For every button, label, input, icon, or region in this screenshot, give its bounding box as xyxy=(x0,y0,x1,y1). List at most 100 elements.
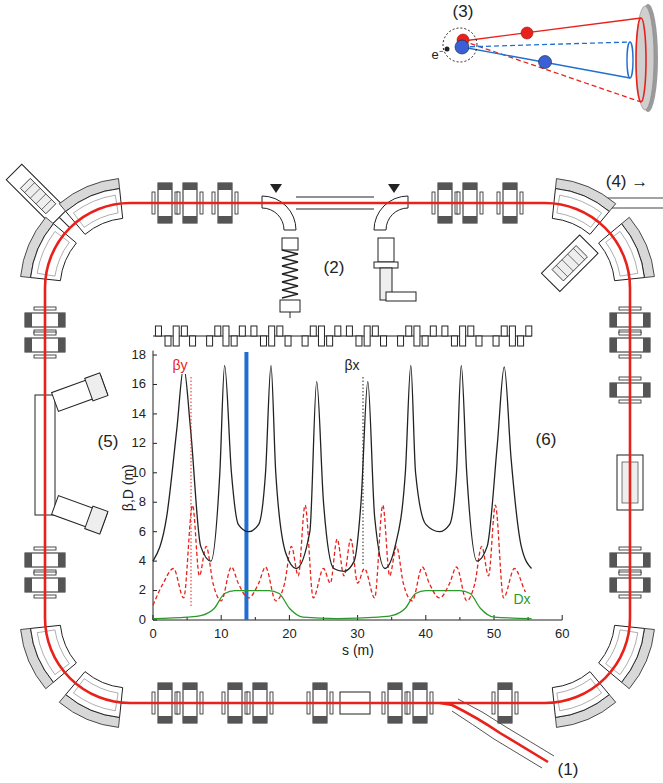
x-tick xyxy=(255,617,256,620)
lattice-element xyxy=(414,326,420,346)
lattice-element xyxy=(173,326,179,346)
collector-arm xyxy=(386,292,416,301)
ion-ball xyxy=(539,56,552,69)
lattice-element xyxy=(251,326,257,336)
lattice-element xyxy=(526,326,532,336)
dispersion-curve xyxy=(153,591,532,619)
lattice-element xyxy=(260,336,266,346)
arm-rib xyxy=(36,194,46,204)
dipole-pair xyxy=(21,179,123,281)
arm-rib xyxy=(30,188,40,198)
arm-housing xyxy=(20,178,55,213)
quadrupole-coil xyxy=(610,553,617,567)
lattice-element xyxy=(285,336,291,346)
cooler-pipe xyxy=(296,197,374,198)
curve-label: Dx xyxy=(512,592,531,607)
axis-tick-label: 20 xyxy=(282,627,296,641)
dipole-pair xyxy=(552,625,654,727)
quadrupole-coil xyxy=(610,578,617,592)
quadrupole-coil xyxy=(643,578,650,592)
detector-ring xyxy=(627,42,633,78)
trajectory xyxy=(463,18,641,41)
particle-label: e⁻ xyxy=(431,48,442,62)
curve-label: βy xyxy=(171,358,188,373)
axis-tick-label: 60 xyxy=(555,627,569,641)
quadrupole-coil xyxy=(58,338,65,352)
lattice-element xyxy=(155,326,161,336)
lattice-element xyxy=(215,326,221,336)
quadrupole-coil xyxy=(313,716,327,723)
callout-number: (4) → xyxy=(606,173,649,192)
quadrupole-coil xyxy=(158,716,172,723)
dipole-pair xyxy=(552,179,654,281)
arm-rib xyxy=(556,265,567,276)
quadrupole-coil xyxy=(503,183,517,190)
quadrupole-coil xyxy=(158,183,172,190)
beta-function-plot xyxy=(112,318,574,660)
axis-tick-label: 6 xyxy=(139,525,146,539)
quadrupole-coil xyxy=(610,313,617,327)
axis-tick-label: 40 xyxy=(419,627,433,641)
y-tick xyxy=(153,355,157,356)
beam-orbit xyxy=(45,203,630,762)
lattice-element xyxy=(493,336,499,346)
valve-knob xyxy=(270,184,282,193)
trajectory xyxy=(463,41,641,102)
lattice-element xyxy=(476,336,482,346)
quadrupole-coil xyxy=(610,383,617,397)
arm-housing xyxy=(552,246,587,281)
quadrupole-coil xyxy=(313,683,327,690)
diagnostic-arm xyxy=(541,235,598,292)
quadrupole-coil xyxy=(158,683,172,690)
collision-zone xyxy=(443,28,477,62)
quadrupole-coil xyxy=(58,553,65,567)
callout-number: (5) xyxy=(98,433,119,452)
y-tick xyxy=(153,502,157,503)
lattice-element xyxy=(190,336,196,346)
chamber-arm-end xyxy=(85,373,108,401)
injection-beam xyxy=(440,703,548,762)
axis-tick-label: 0 xyxy=(149,627,156,641)
lattice-element xyxy=(451,336,457,346)
quadrupole-coil xyxy=(58,313,65,327)
lattice-element xyxy=(364,326,370,346)
beam-orbit-line xyxy=(45,203,630,703)
lattice-element xyxy=(223,326,229,346)
dipole-pair xyxy=(21,625,123,727)
lattice-element xyxy=(207,336,213,346)
y-tick xyxy=(153,472,157,473)
quadrupole-coil xyxy=(413,716,427,723)
quadrupole-coil xyxy=(643,338,650,352)
quadrupole-coil xyxy=(463,216,477,223)
quadrupole-coil xyxy=(253,716,267,723)
trajectory xyxy=(462,47,630,78)
axis-tick-label: 18 xyxy=(132,348,146,362)
quadrupole-coil xyxy=(503,216,517,223)
lattice-element xyxy=(239,326,245,336)
y-tick xyxy=(153,443,157,444)
arm-rib xyxy=(562,260,573,271)
beta-x-curve xyxy=(153,365,532,571)
lattice-element xyxy=(460,326,466,346)
callout-number: (2) xyxy=(324,259,345,278)
toroid-magnet xyxy=(374,196,408,230)
x-tick xyxy=(221,615,222,620)
quadrupole-coil xyxy=(183,216,197,223)
lattice-element xyxy=(231,336,237,346)
quadrupole-coil xyxy=(25,313,32,327)
valve-knob xyxy=(388,184,400,193)
quadrupole-coil xyxy=(438,216,452,223)
quadrupole-coil xyxy=(438,183,452,190)
chamber-arm xyxy=(51,373,108,413)
lattice-element xyxy=(406,326,412,336)
ion-ball xyxy=(521,27,533,39)
lattice-element xyxy=(327,336,333,346)
lattice-element xyxy=(335,326,341,336)
quadrupole-coil xyxy=(183,716,197,723)
lattice-element xyxy=(398,336,404,346)
electron-dot xyxy=(445,47,450,52)
lattice-element xyxy=(269,326,275,346)
ring-lattice xyxy=(6,164,663,768)
